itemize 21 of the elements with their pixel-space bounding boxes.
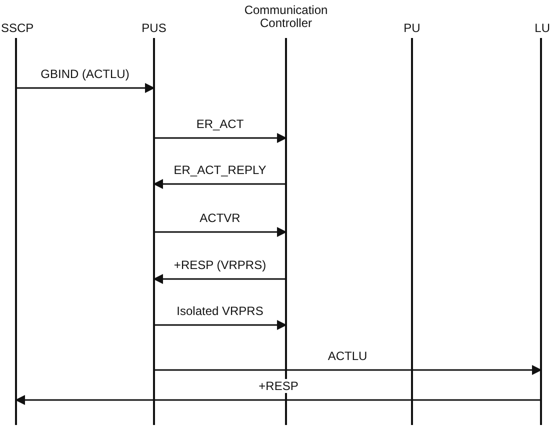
participant-label: PU <box>402 22 422 35</box>
message-arrow <box>15 395 541 405</box>
participant-label: LU <box>534 22 550 35</box>
message-label: ACTVR <box>198 211 242 225</box>
message-label: ER_ACT_REPLY <box>172 163 268 177</box>
message-label: +RESP (VRPRS) <box>172 258 268 272</box>
participant-label: PUS <box>140 22 168 35</box>
participant-label: SSCP <box>1 22 34 35</box>
message-arrow <box>153 274 286 284</box>
message-arrow <box>16 83 155 93</box>
message-label: +RESP <box>256 379 300 393</box>
message-arrow <box>154 227 287 237</box>
message-label: GBIND (ACTLU) <box>38 67 132 81</box>
message-arrow <box>154 133 287 143</box>
message-arrow <box>153 179 286 189</box>
message-arrow <box>154 365 542 375</box>
message-label: Isolated VRPRS <box>174 304 266 318</box>
message-label: ER_ACT <box>194 117 246 131</box>
message-label: ACTLU <box>326 349 370 363</box>
participant-label: Communication Controller <box>243 4 329 30</box>
message-arrow <box>154 320 287 330</box>
